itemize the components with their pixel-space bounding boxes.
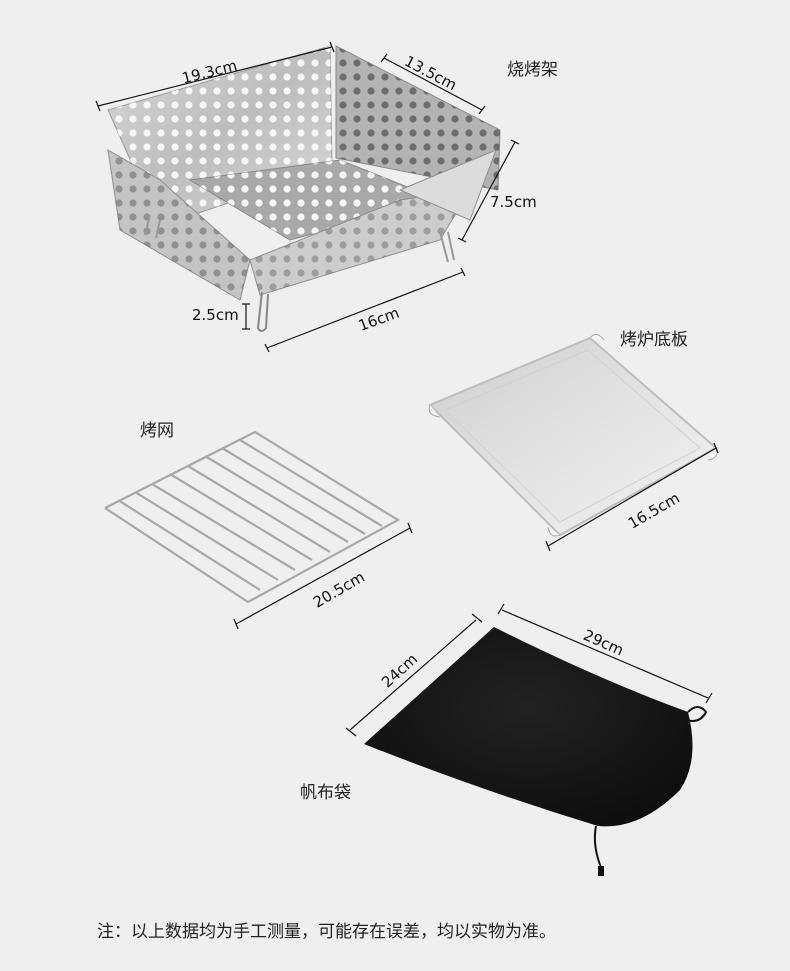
grill-net-dimension-line bbox=[233, 522, 413, 630]
base-plate-dimension-line bbox=[545, 442, 719, 552]
base-plate-title: 烤炉底板 bbox=[620, 330, 688, 350]
canvas-bag-dimension-lines bbox=[345, 603, 713, 737]
grill-rack-illustration bbox=[107, 45, 501, 332]
grill-rack-dimension-lines bbox=[95, 41, 520, 353]
grill-net-title: 烤网 bbox=[140, 421, 174, 441]
grill-net-illustration bbox=[104, 430, 401, 604]
grill-rack-leg-label: 2.5cm bbox=[192, 306, 239, 324]
measurement-disclaimer: 注：以上数据均为手工测量，可能存在误差，均以实物为准。 bbox=[97, 922, 556, 942]
grill-rack-height-label: 7.5cm bbox=[490, 193, 537, 211]
canvas-bag-title: 帆布袋 bbox=[300, 783, 351, 803]
grill-rack-title: 烧烤架 bbox=[507, 60, 558, 80]
canvas-bag-illustration bbox=[364, 627, 708, 876]
